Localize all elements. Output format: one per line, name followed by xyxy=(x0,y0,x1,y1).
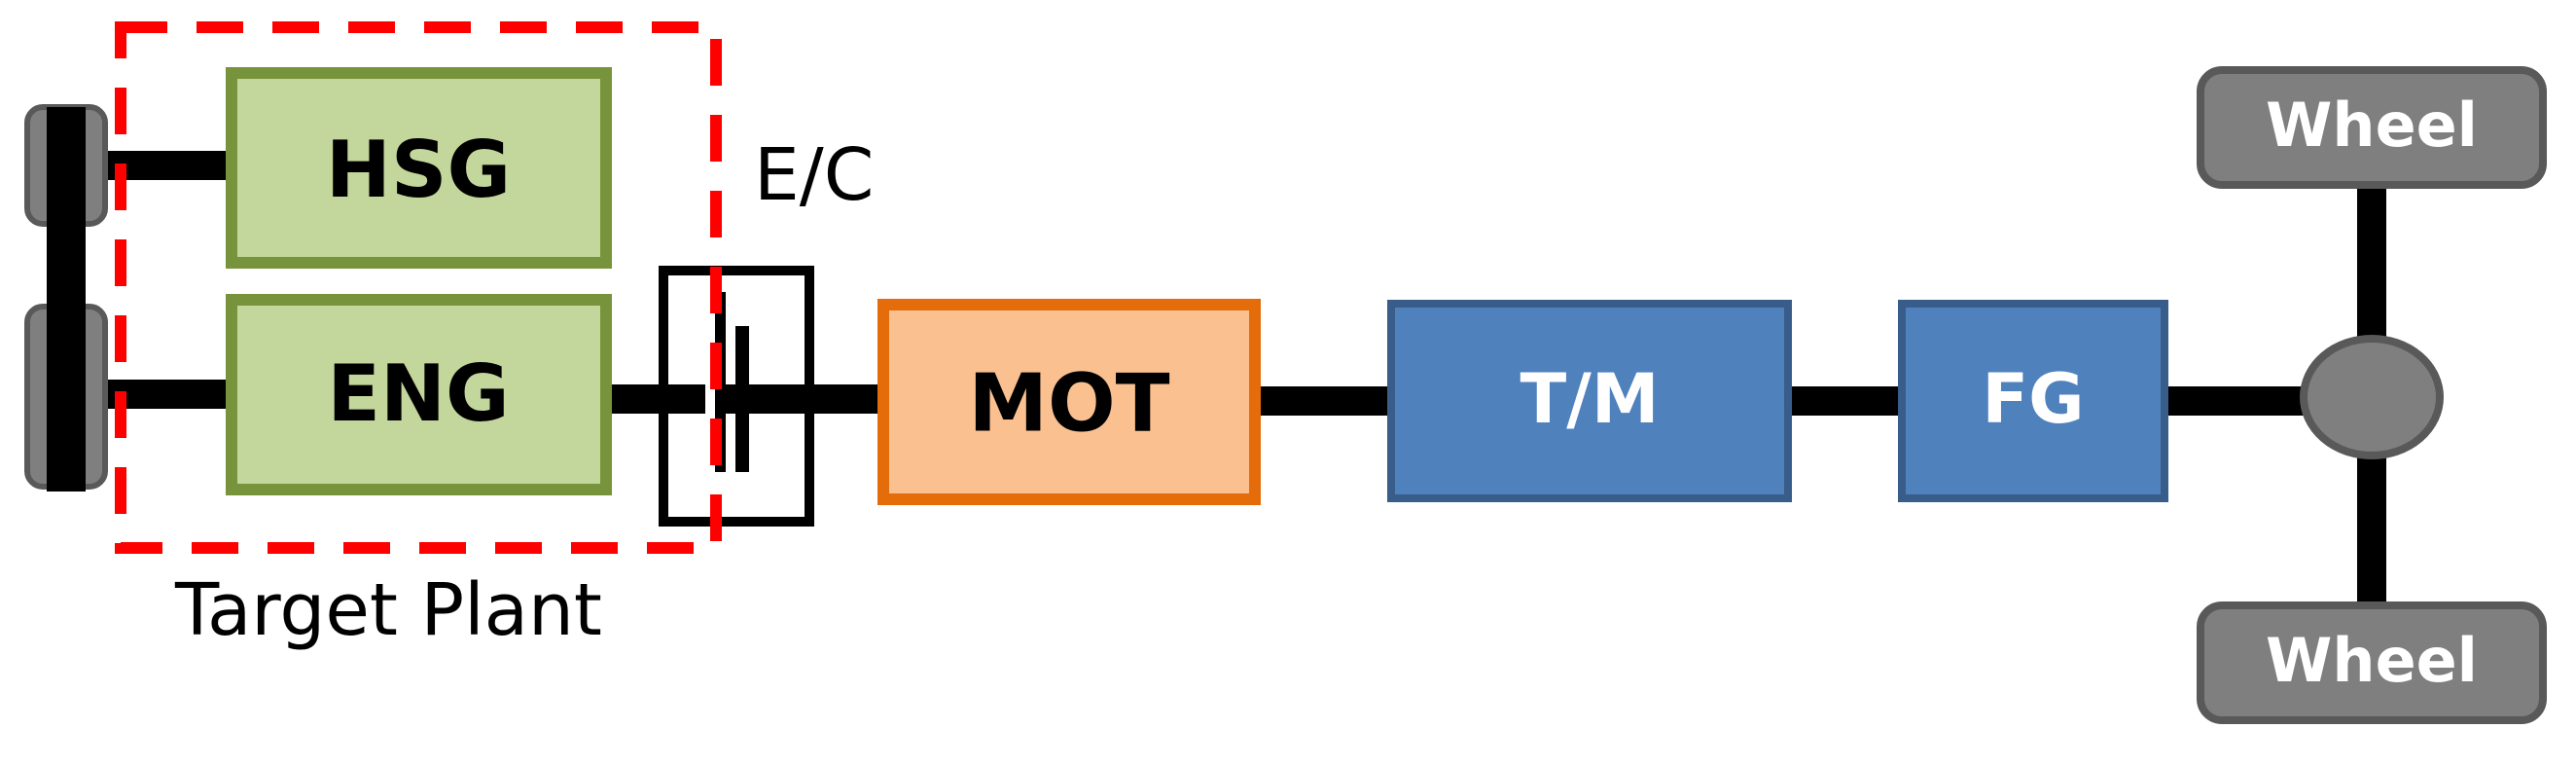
eng-block: ENG xyxy=(226,294,612,495)
engine-clutch xyxy=(603,266,885,527)
fg-label: FG xyxy=(1982,359,2084,439)
hsg-box xyxy=(226,67,612,269)
belt-pulley-assembly xyxy=(24,104,108,492)
hsg-label: HSG xyxy=(326,125,511,215)
wheel-bottom-label: Wheel xyxy=(2266,625,2478,696)
fg-block: FG xyxy=(1898,300,2168,502)
tm-box xyxy=(1387,300,1792,502)
mot-box xyxy=(877,299,1261,505)
target-plant-boundary xyxy=(115,21,722,554)
target-plant-label: Target Plant xyxy=(174,568,602,652)
tm-label: T/M xyxy=(1521,359,1660,439)
mot-block: MOT xyxy=(877,299,1261,505)
wheel-top-label: Wheel xyxy=(2266,90,2478,161)
eng-label: ENG xyxy=(327,348,509,439)
wheel-top-block: Wheel xyxy=(2197,66,2547,189)
wheel-bottom-box xyxy=(2197,601,2547,724)
hsg-block: HSG xyxy=(226,67,612,269)
tm-block: T/M xyxy=(1387,300,1792,502)
fg-box xyxy=(1898,300,2168,502)
wheel-bottom-block: Wheel xyxy=(2197,601,2547,724)
wheel-top-box xyxy=(2197,66,2547,189)
differential xyxy=(2300,335,2444,459)
belt xyxy=(47,107,86,492)
ec-label: E/C xyxy=(754,133,874,217)
clutch-plate-right xyxy=(735,326,749,472)
mot-label: MOT xyxy=(968,357,1169,450)
eng-box xyxy=(226,294,612,495)
